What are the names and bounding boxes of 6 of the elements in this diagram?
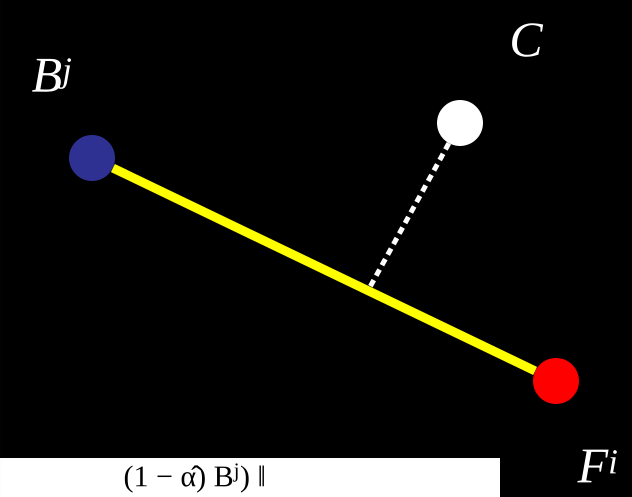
connector-line (368, 142, 452, 288)
dot-with-label: C (437, 23, 544, 146)
connector-line (110, 164, 538, 375)
dot-with-label: F$^{i}$ (533, 358, 617, 482)
formula-panel: (1 − α̂) B$^{j}$) ‖ (0, 458, 500, 497)
dot-with-label: B$^{j}$ (32, 58, 115, 181)
